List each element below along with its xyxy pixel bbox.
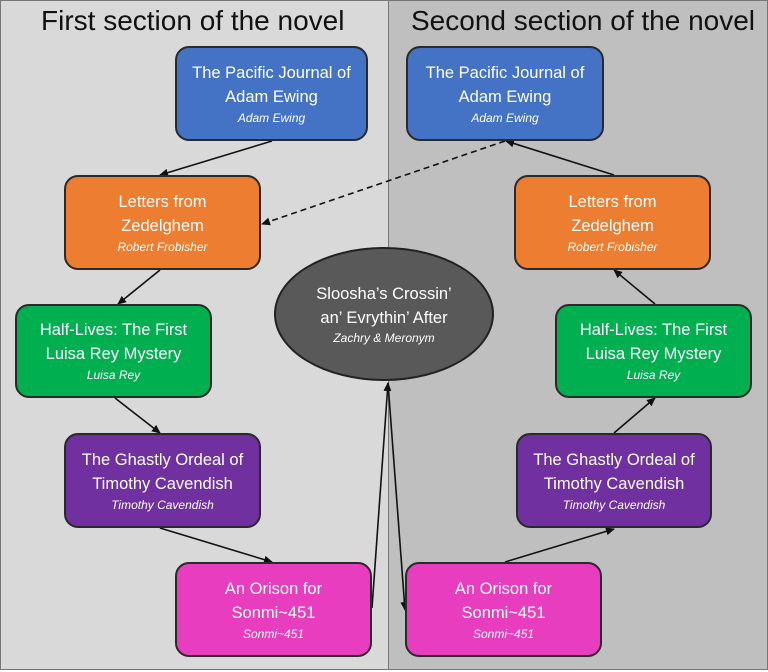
second-section-title: Second section of the novel (411, 5, 756, 36)
node-orison-left: An Orison for Sonmi~451 Sonmi~451 (175, 562, 372, 657)
node-orison-right: An Orison for Sonmi~451 Sonmi~451 (405, 562, 602, 657)
node-letters-zedelghem-right: Letters from Zedelghem Robert Frobisher (514, 175, 711, 270)
node-sloosha-center: Sloosha’s Crossin’ an’ Evrythin’ After Z… (274, 247, 494, 381)
node-pacific-journal-left: The Pacific Journal of Adam Ewing Adam E… (175, 46, 368, 141)
node-ghastly-ordeal-right: The Ghastly Ordeal of Timothy Cavendish … (516, 433, 712, 528)
node-half-lives-right: Half-Lives: The First Luisa Rey Mystery … (555, 304, 752, 398)
first-section-title: First section of the novel (41, 5, 345, 36)
node-half-lives-left: Half-Lives: The First Luisa Rey Mystery … (15, 304, 212, 398)
node-pacific-journal-right: The Pacific Journal of Adam Ewing Adam E… (406, 46, 604, 141)
node-ghastly-ordeal-left: The Ghastly Ordeal of Timothy Cavendish … (64, 433, 261, 528)
node-letters-zedelghem-left: Letters from Zedelghem Robert Frobisher (64, 175, 261, 270)
